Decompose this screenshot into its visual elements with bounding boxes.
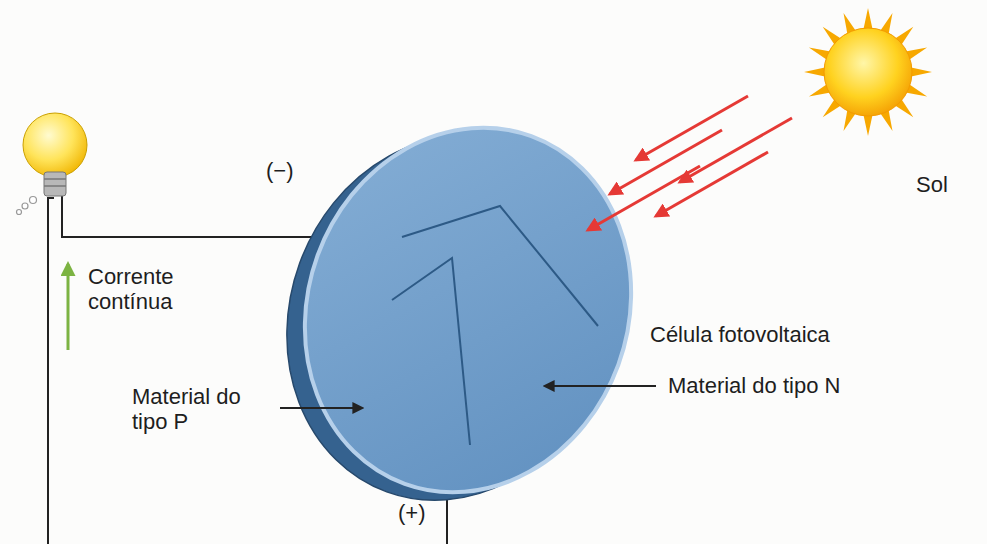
light-bulb: [17, 113, 88, 215]
light-ray: [680, 118, 792, 182]
current-arrow: [67, 264, 70, 350]
light-rays: [588, 96, 792, 230]
sun-disc: [824, 28, 912, 116]
light-ray: [588, 166, 700, 230]
part-label: Material do tipo P: [132, 384, 272, 435]
leader-arrow: [280, 407, 362, 409]
light-ray: [656, 152, 768, 216]
current-label: Corrente contínua: [88, 264, 213, 315]
polarity-label: (−): [266, 158, 294, 183]
light-ray: [636, 96, 748, 160]
leader-arrow: [545, 385, 656, 387]
photovoltaic-cell: [236, 81, 681, 544]
sun: [804, 8, 932, 136]
cell-label: Célula fotovoltaica: [650, 322, 830, 347]
part-label: Material do tipo N: [668, 373, 840, 398]
polarity-label: (+): [398, 500, 426, 525]
sun-label: Sol: [916, 172, 948, 197]
